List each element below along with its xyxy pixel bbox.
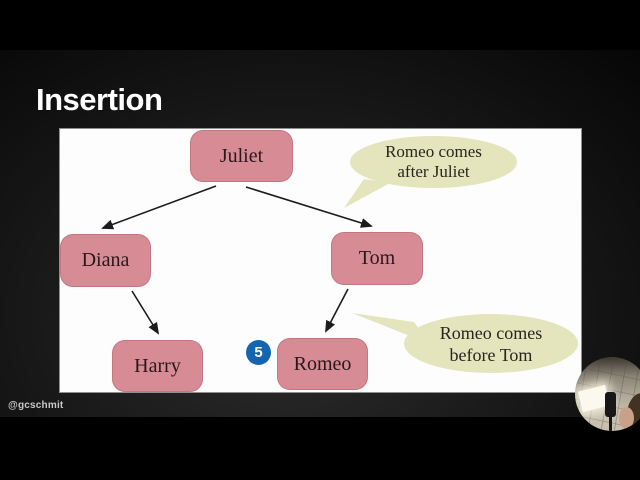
callout-romeo-before-tom: Romeo comes before Tom (404, 314, 578, 373)
webcam-overlay (575, 357, 640, 431)
callout-line: before Tom (449, 344, 533, 365)
tree-node-romeo: Romeo (277, 338, 368, 390)
tree-node-diana: Diana (60, 234, 151, 287)
tree-node-tom: Tom (331, 232, 423, 285)
node-label: Tom (358, 247, 396, 269)
callout-romeo-after-juliet: Romeo comes after Juliet (350, 136, 517, 188)
webcam-presenter-face (619, 407, 634, 429)
watermark: @gcschmit (8, 400, 64, 411)
letterbox-top (0, 0, 640, 50)
callout-line: after Juliet (397, 162, 470, 181)
node-label: Juliet (219, 144, 264, 167)
tree-node-juliet: Juliet (190, 130, 293, 182)
node-label: Harry (134, 354, 181, 377)
callout-line: Romeo comes (385, 142, 482, 161)
slide-title: Insertion (36, 82, 163, 117)
node-label: Diana (81, 249, 130, 271)
insert-step-badge: 5 (246, 340, 271, 365)
letterbox-bottom (0, 417, 640, 480)
tree-node-harry: Harry (112, 340, 203, 392)
callout-line: Romeo comes (439, 322, 543, 343)
webcam-microphone-icon (605, 392, 616, 431)
node-label: Romeo (293, 352, 352, 375)
